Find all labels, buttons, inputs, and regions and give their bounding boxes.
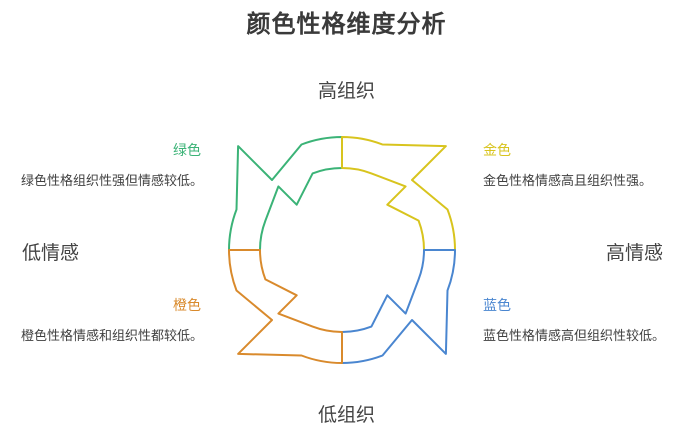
green-quadrant-description: 绿色性格组织性强但情感较低。: [20, 174, 203, 189]
blue-quadrant-description: 蓝色性格情感高但组织性较低。: [483, 329, 666, 344]
green-quadrant-segment: [228, 136, 343, 251]
diagram-title: 颜色性格维度分析: [246, 10, 447, 38]
axis-label-top: 高组织: [317, 80, 375, 102]
green-quadrant-title: 绿色: [173, 143, 201, 159]
axis-label-left: 低情感: [22, 242, 80, 264]
blue-quadrant-segment: [341, 249, 456, 364]
blue-quadrant-title: 蓝色: [483, 298, 511, 314]
orange-quadrant-description: 橙色性格情感和组织性都较低。: [20, 329, 203, 344]
axis-label-right: 高情感: [605, 242, 663, 264]
gold-quadrant-description: 金色性格情感高且组织性强。: [483, 174, 653, 189]
axis-label-bottom: 低组织: [317, 404, 375, 426]
orange-quadrant-segment: [228, 249, 343, 364]
gold-quadrant-title: 金色: [483, 143, 511, 159]
orange-quadrant-title: 橙色: [173, 298, 201, 314]
gold-quadrant-segment: [341, 136, 456, 251]
